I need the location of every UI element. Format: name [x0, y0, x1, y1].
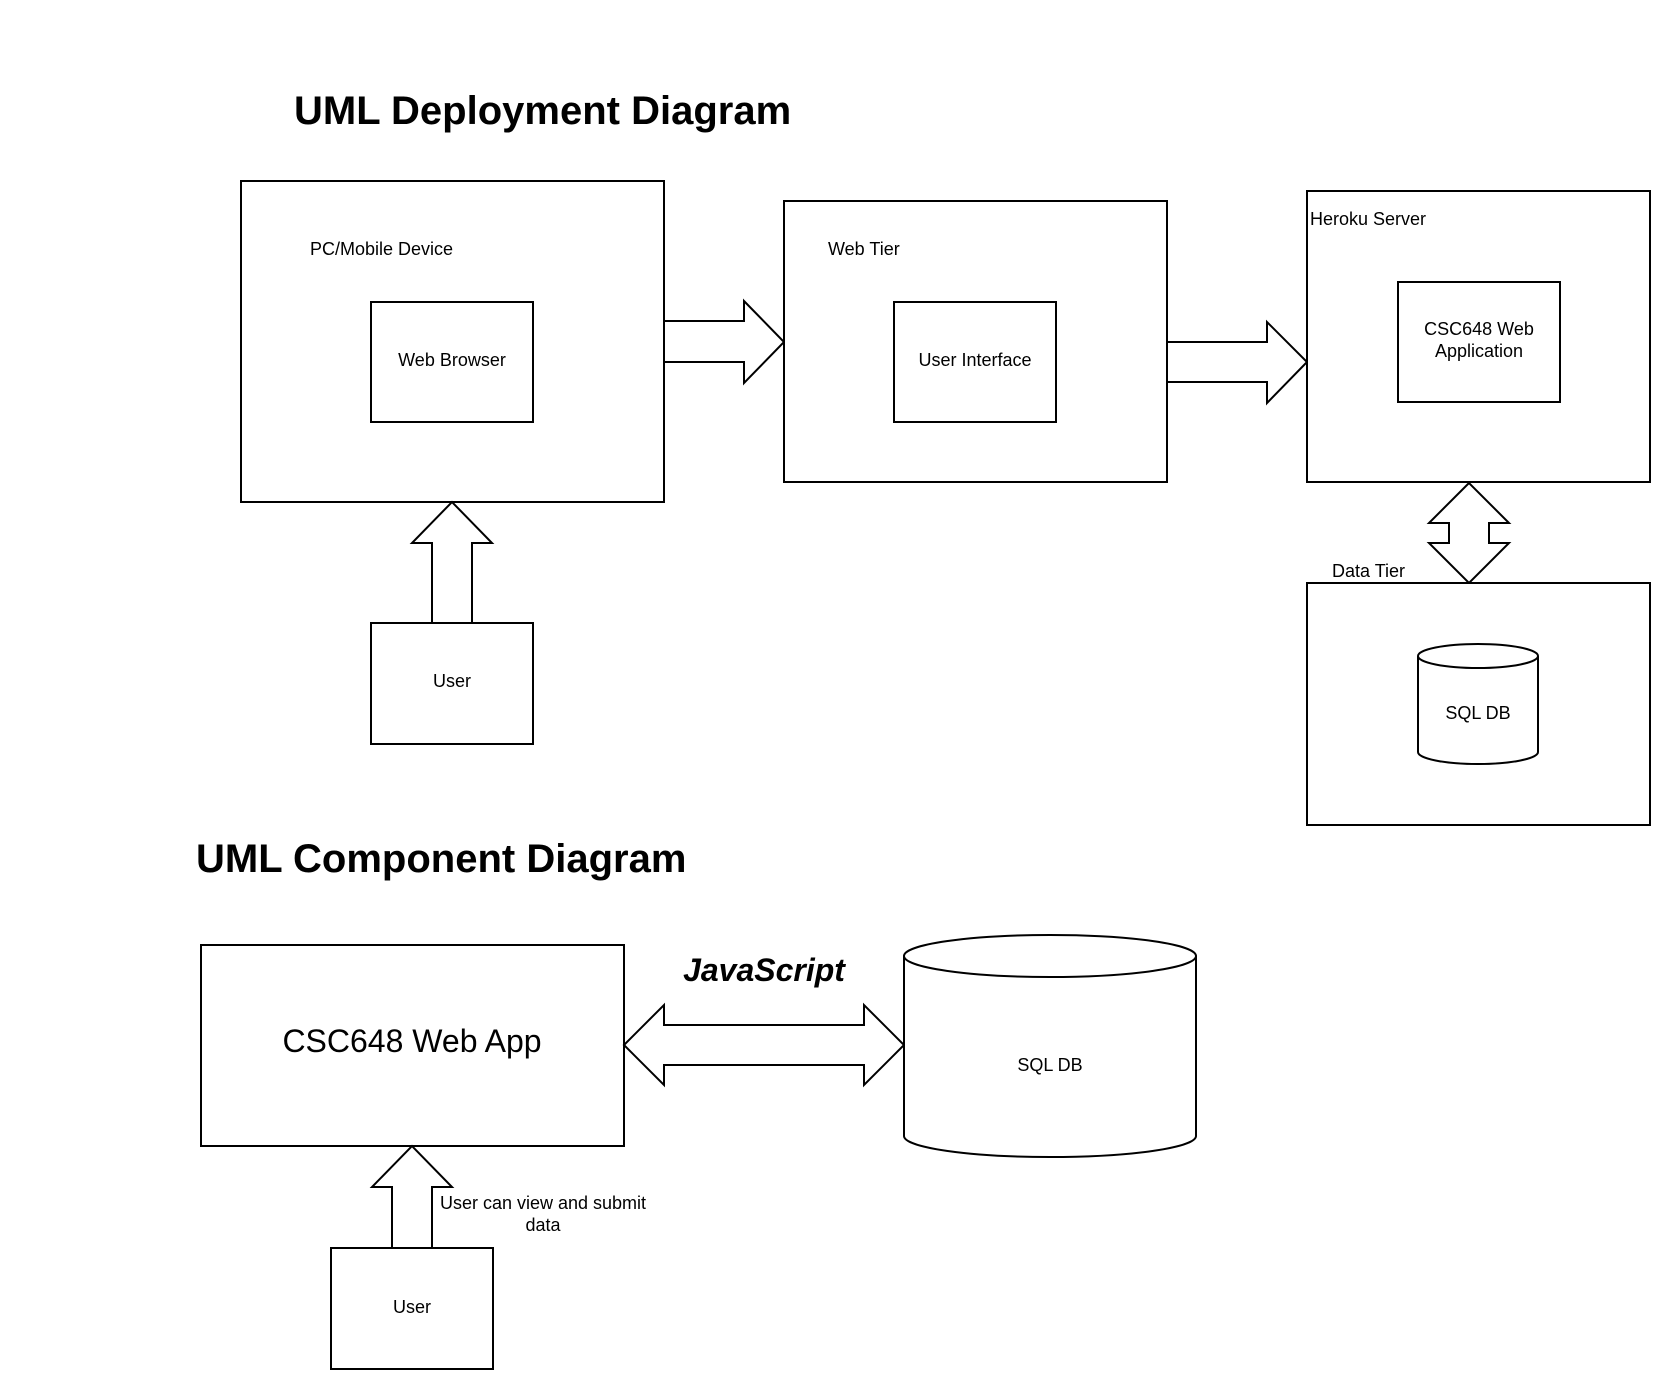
web-app-component: CSC648 Web App	[200, 944, 625, 1147]
component-sql-db: SQL DB	[903, 934, 1197, 1158]
webtier-to-server-arrow	[1166, 319, 1309, 406]
web-application-label-line1: CSC648 Web	[1424, 319, 1534, 339]
web-browser-component: Web Browser	[370, 301, 534, 423]
data-tier-label: Data Tier	[1332, 561, 1405, 581]
user-interface-component: User Interface	[893, 301, 1057, 423]
component-user-node: User	[330, 1247, 494, 1370]
user-to-device-arrow	[409, 500, 495, 624]
javascript-connector-label: JavaScript	[683, 952, 846, 988]
web-browser-label: Web Browser	[398, 350, 506, 370]
heroku-server-label: Heroku Server	[1310, 209, 1426, 229]
user-to-app-arrow	[369, 1144, 455, 1249]
component-user-label: User	[393, 1297, 431, 1317]
component-sql-db-label: SQL DB	[1017, 1055, 1082, 1075]
web-app-label: CSC648 Web App	[282, 1023, 541, 1059]
deployment-user-node: User	[370, 622, 534, 745]
web-application-component: CSC648 Web Application	[1397, 281, 1561, 403]
deployment-title: UML Deployment Diagram	[294, 89, 791, 133]
web-tier-label: Web Tier	[828, 239, 900, 259]
app-db-double-arrow	[622, 1002, 906, 1088]
user-interface-label: User Interface	[918, 350, 1031, 370]
user-note-line1: User can view and submit	[440, 1193, 646, 1213]
user-note-line2: data	[525, 1215, 561, 1235]
deployment-sql-db: SQL DB	[1417, 643, 1539, 765]
device-node-label: PC/Mobile Device	[310, 239, 453, 259]
server-datatier-double-arrow	[1426, 481, 1512, 585]
web-application-label-line2: Application	[1435, 341, 1523, 361]
component-title: UML Component Diagram	[196, 837, 686, 881]
deployment-user-label: User	[433, 671, 471, 691]
deployment-sql-db-label: SQL DB	[1445, 703, 1510, 723]
heroku-server-node: Heroku Server	[1306, 190, 1651, 483]
device-to-webtier-arrow	[663, 298, 786, 386]
